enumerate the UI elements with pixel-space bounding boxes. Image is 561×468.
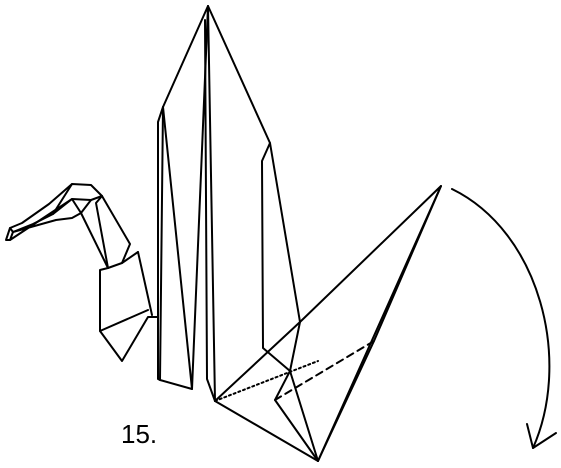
step-number-label: 15. xyxy=(121,419,157,449)
fold-arrow xyxy=(452,189,556,448)
head-lower xyxy=(10,199,81,240)
center-flap-outline xyxy=(160,6,208,389)
neck-front xyxy=(138,252,152,315)
beak xyxy=(6,228,10,240)
right-wing xyxy=(215,186,441,461)
fold-arrow-curve xyxy=(452,189,549,448)
center-flap-left-crease xyxy=(163,107,192,389)
neck-and-head xyxy=(6,184,158,361)
dotted-hidden-line xyxy=(215,361,318,401)
center-flap-right xyxy=(208,6,300,322)
center-flap-crease-1 xyxy=(208,6,215,401)
right-wing-outer-edge xyxy=(215,186,441,461)
